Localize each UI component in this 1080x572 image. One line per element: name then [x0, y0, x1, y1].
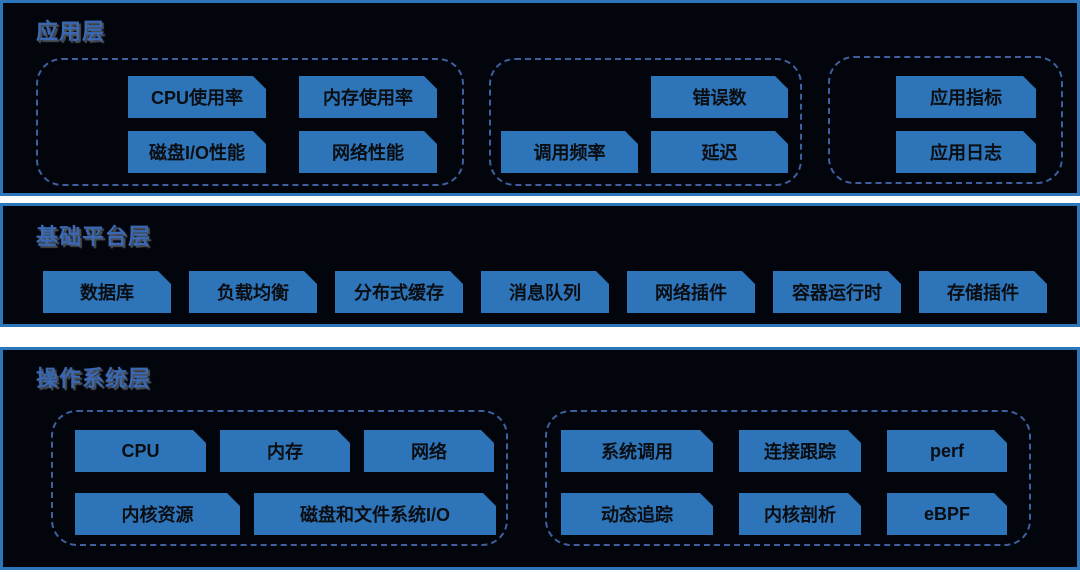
group-app-observability: 应用指标 应用日志 — [828, 56, 1063, 184]
tag-storage-plugin: 存储插件 — [919, 271, 1047, 313]
section-title-application-layer: 应用层 — [36, 19, 106, 44]
tag-network-plugin: 网络插件 — [627, 271, 755, 313]
section-os-layer: 操作系统层 CPU 内存 网络 内核资源 磁盘和文件系统I/O 系统调用 连接跟… — [0, 347, 1080, 570]
tag-perf: perf — [887, 430, 1007, 472]
tag-call-frequency: 调用频率 — [501, 131, 638, 173]
tag-distributed-cache: 分布式缓存 — [335, 271, 463, 313]
tag-memory: 内存 — [220, 430, 350, 472]
tag-cpu: CPU — [75, 430, 206, 472]
tag-disk-io-performance: 磁盘I/O性能 — [128, 131, 266, 173]
tag-network-performance: 网络性能 — [299, 131, 437, 173]
tag-app-logs: 应用日志 — [896, 131, 1036, 173]
tag-database: 数据库 — [43, 271, 171, 313]
tag-latency: 延迟 — [651, 131, 788, 173]
tag-container-runtime: 容器运行时 — [773, 271, 901, 313]
tag-app-metrics: 应用指标 — [896, 76, 1036, 118]
group-resource-metrics: CPU使用率 内存使用率 磁盘I/O性能 网络性能 — [36, 58, 464, 186]
tag-ebpf: eBPF — [887, 493, 1007, 535]
tag-error-count: 错误数 — [651, 76, 788, 118]
section-application-layer: 应用层 CPU使用率 内存使用率 磁盘I/O性能 网络性能 错误数 调用频率 延… — [0, 0, 1080, 196]
section-title-os-layer: 操作系统层 — [36, 366, 152, 391]
tag-cpu-usage: CPU使用率 — [128, 76, 266, 118]
empty-cell — [501, 76, 638, 118]
section-platform-layer: 基础平台层 数据库 负载均衡 分布式缓存 消息队列 网络插件 容器运行时 存储插… — [0, 203, 1080, 327]
section-title-platform-layer: 基础平台层 — [36, 224, 152, 249]
tag-disk-filesystem-io: 磁盘和文件系统I/O — [254, 493, 496, 535]
tag-dynamic-tracing: 动态追踪 — [561, 493, 713, 535]
tag-kernel-profiling: 内核剖析 — [739, 493, 861, 535]
group-tracing-tools: 系统调用 连接跟踪 perf 动态追踪 内核剖析 eBPF — [545, 410, 1031, 546]
tag-message-queue: 消息队列 — [481, 271, 609, 313]
tag-conntrack: 连接跟踪 — [739, 430, 861, 472]
tag-kernel-resources: 内核资源 — [75, 493, 240, 535]
platform-tags-row: 数据库 负载均衡 分布式缓存 消息队列 网络插件 容器运行时 存储插件 — [43, 271, 1047, 313]
tag-memory-usage: 内存使用率 — [299, 76, 437, 118]
tag-network: 网络 — [364, 430, 494, 472]
group-service-metrics: 错误数 调用频率 延迟 — [489, 58, 802, 186]
tag-load-balancer: 负载均衡 — [189, 271, 317, 313]
tag-syscalls: 系统调用 — [561, 430, 713, 472]
group-kernel-resources: CPU 内存 网络 内核资源 磁盘和文件系统I/O — [51, 410, 508, 546]
